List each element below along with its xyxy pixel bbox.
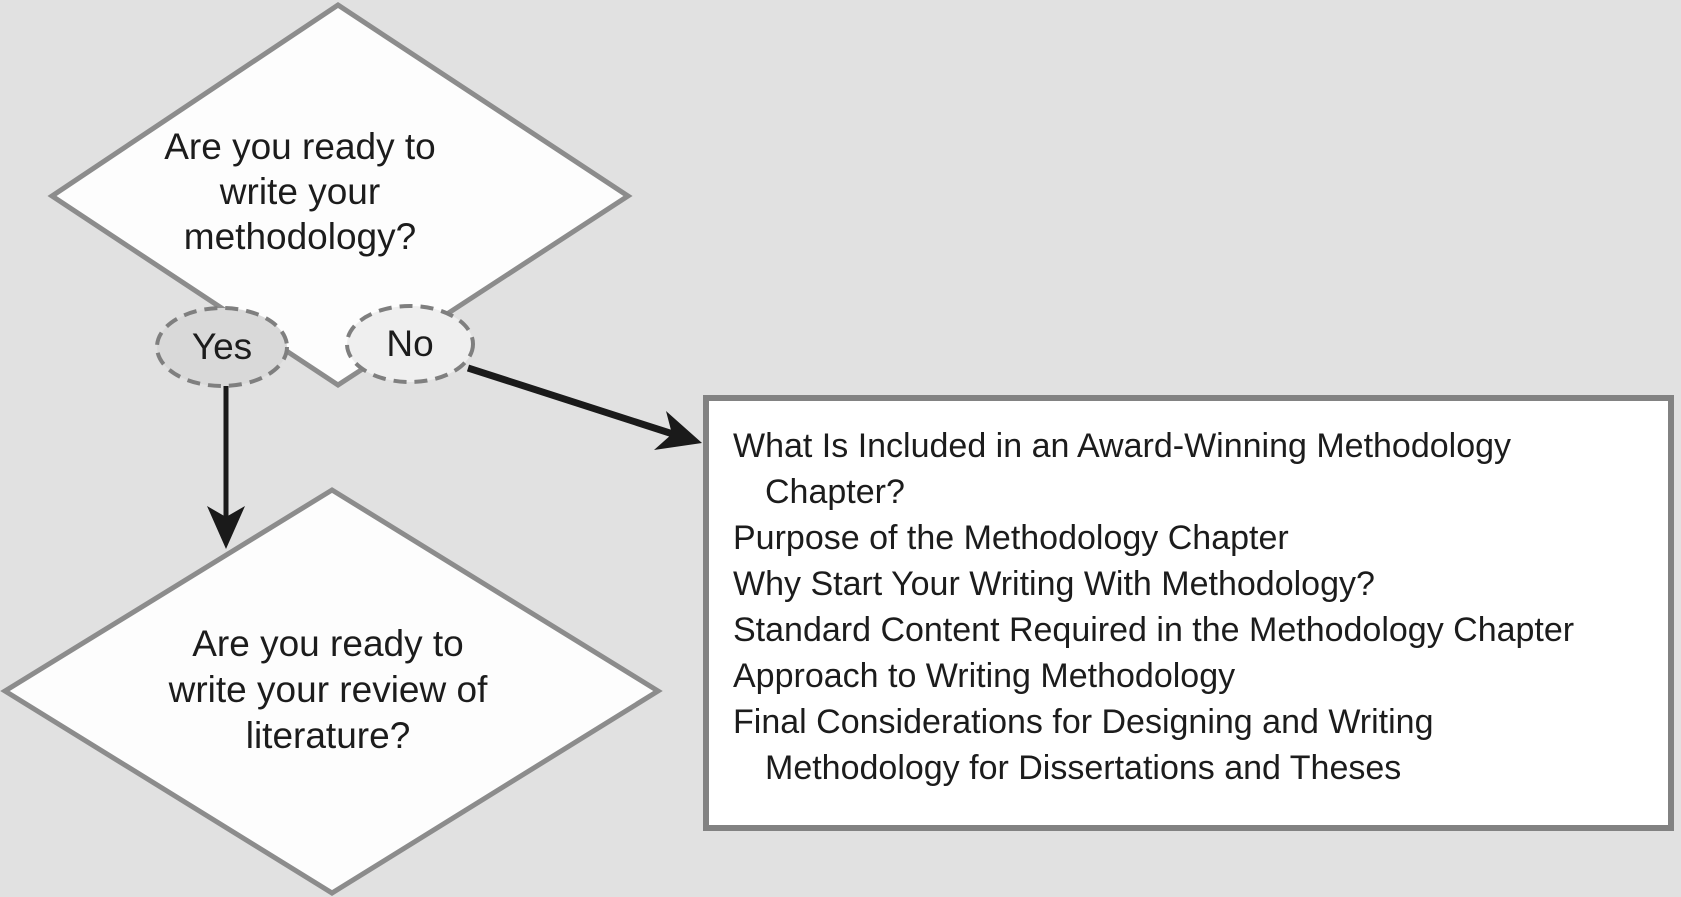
no-arrowhead <box>654 411 702 450</box>
decision1-question: Are you ready to write your methodology? <box>164 126 436 257</box>
yes-ellipse <box>155 306 289 388</box>
decision-diamond-literature-review <box>0 487 663 896</box>
chapter-topic: Approach to Writing Methodology <box>733 657 1236 695</box>
chapter-topic-list: What Is Included in an Award-Winning Met… <box>733 423 1673 791</box>
chapter-topic: Final Considerations for Designing and W… <box>733 703 1434 787</box>
decision2-question: Are you ready to write your review of li… <box>168 623 488 756</box>
chapter-topic: What Is Included in an Award-Winning Met… <box>733 427 1512 511</box>
yes-arrowhead <box>207 506 245 549</box>
no-branch-label: No <box>386 323 434 364</box>
chapter-topic: Purpose of the Methodology Chapter <box>733 519 1289 557</box>
chapter-topic: Why Start Your Writing With Methodology? <box>733 565 1375 603</box>
no-arrow-line <box>466 364 678 439</box>
no-ellipse <box>345 304 475 384</box>
chapter-list-box <box>703 395 1674 831</box>
yes-branch-label: Yes <box>191 326 253 367</box>
decision-diamond-methodology <box>47 2 633 388</box>
chapter-topic: Standard Content Required in the Methodo… <box>733 611 1575 649</box>
